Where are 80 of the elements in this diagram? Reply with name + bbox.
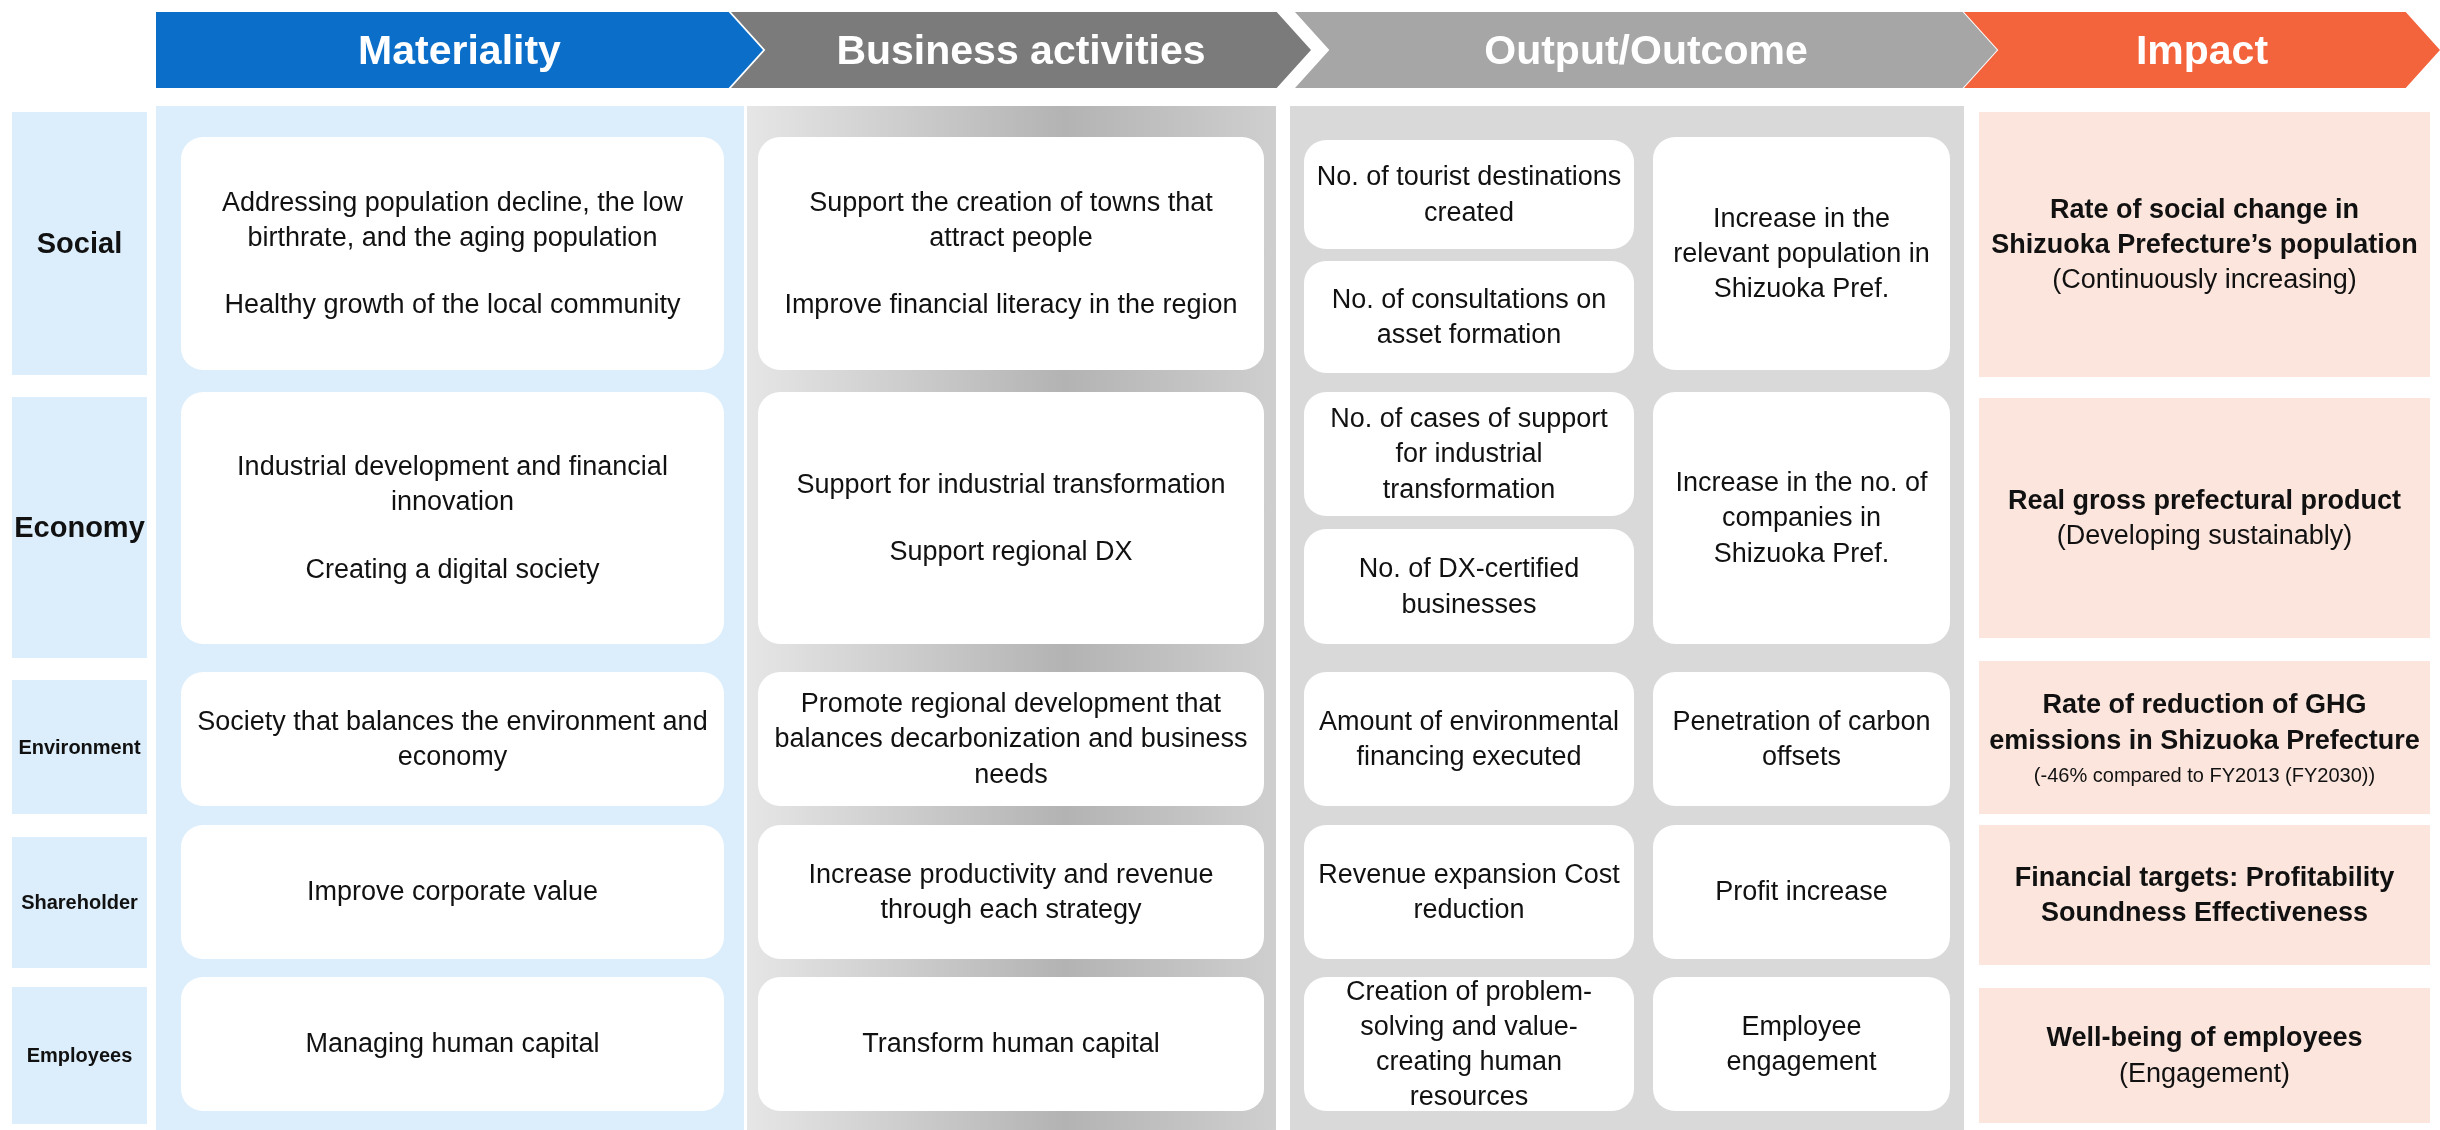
chevron-header xyxy=(731,12,1311,88)
rounded-box xyxy=(1304,392,1634,516)
box-text: No. of tourist destinations created xyxy=(1315,160,1623,229)
box-text: Profit increase xyxy=(1715,875,1888,909)
impact-note: (Developing sustainably) xyxy=(2056,519,2353,552)
row-label: Economy xyxy=(14,511,145,544)
row-label: Employees xyxy=(26,1044,133,1067)
rounded-box xyxy=(1653,392,1950,644)
rounded-box xyxy=(758,825,1264,959)
impact-box xyxy=(1979,112,2430,377)
row-label: Environment xyxy=(18,735,141,759)
rounded-box xyxy=(1304,825,1634,959)
rounded-box xyxy=(181,977,724,1111)
box-text: Creating a digital society xyxy=(305,552,600,586)
rounded-box xyxy=(1653,672,1950,806)
impact-title: Real gross prefectural product xyxy=(2007,483,2402,517)
impact-box xyxy=(1979,988,2430,1123)
box-text: Penetration of carbon offsets xyxy=(1671,704,1932,773)
rounded-box xyxy=(1653,977,1950,1111)
chevron-header xyxy=(1964,12,2440,88)
rounded-box xyxy=(181,672,724,806)
box-text: Increase in the no. of companies in Shizuoka Pref. xyxy=(1674,466,1929,570)
box-text: No. of consultations on asset formation xyxy=(1330,282,1608,351)
row-label-box xyxy=(12,112,147,375)
rounded-box xyxy=(1304,261,1634,373)
rounded-box xyxy=(1653,825,1950,959)
box-text: Support regional DX xyxy=(889,535,1133,568)
impact-box xyxy=(1979,398,2430,638)
impact-title: Financial targets: Profitability Soundness Effectiveness xyxy=(2013,860,2396,929)
impact-title: Rate of reduction of GHG emissions in Shizuoka Prefecture xyxy=(1989,688,2420,757)
box-text: Support the creation of towns that attract people xyxy=(808,185,1214,254)
row-label-box xyxy=(12,987,147,1124)
chevron-header xyxy=(156,12,763,88)
rounded-box xyxy=(1304,529,1634,644)
row-label: Shareholder xyxy=(21,891,138,914)
impact-note: (-46% compared to FY2013 (FY2030)) xyxy=(2033,762,2376,788)
impact-note: (Continuously increasing) xyxy=(2052,263,2357,297)
impact-note: (Engagement) xyxy=(2118,1056,2291,1090)
chevron-header xyxy=(1295,12,1997,88)
header-text: Output/Outcome xyxy=(1484,26,1808,74)
box-text: Healthy growth of the local community xyxy=(224,288,681,322)
box-text: Addressing population decline, the low birthrate, and the aging population xyxy=(221,185,684,254)
impact-title: Well-being of employees xyxy=(2046,1021,2363,1055)
box-text: Revenue expansion Cost reduction xyxy=(1317,857,1621,926)
row-label-box xyxy=(12,680,147,814)
rounded-box xyxy=(758,977,1264,1111)
box-text: Industrial development and financial innovation xyxy=(236,450,669,519)
box-text: Promote regional development that balances decarbonization and business needs xyxy=(773,687,1249,791)
box-text: Increase productivity and revenue through each strategy xyxy=(807,857,1215,926)
impact-box xyxy=(1979,825,2430,965)
row-label: Social xyxy=(36,227,123,260)
header-text: Impact xyxy=(2135,26,2269,74)
rounded-box xyxy=(1304,977,1634,1111)
box-text: Society that balances the environment and economy xyxy=(196,704,709,773)
rounded-box xyxy=(1304,672,1634,806)
box-text: No. of cases of support for industrial transformation xyxy=(1329,402,1609,506)
row-label-box xyxy=(12,837,147,968)
box-text: Improve financial literacy in the region xyxy=(784,288,1238,322)
rounded-box xyxy=(758,137,1264,370)
impact-box xyxy=(1979,661,2430,814)
rounded-box xyxy=(758,672,1264,806)
box-text: Amount of environmental financing executed xyxy=(1317,704,1621,773)
rounded-box xyxy=(181,392,724,644)
box-text: Support for industrial transformation xyxy=(796,467,1226,501)
box-text: Improve corporate value xyxy=(306,875,599,909)
rounded-box xyxy=(1304,140,1634,249)
box-text: Managing human capital xyxy=(305,1027,600,1061)
box-text: Employee engagement xyxy=(1725,1009,1878,1078)
row-label-box xyxy=(12,397,147,658)
box-text: Creation of problem-solving and value-creating human resources xyxy=(1344,974,1594,1114)
box-text: Increase in the relevant population in Shizuoka Pref. xyxy=(1672,201,1931,306)
box-text: Transform human capital xyxy=(862,1027,1160,1061)
header-text: Business activities xyxy=(836,26,1206,74)
rounded-box xyxy=(758,392,1264,644)
impact-title: Rate of social change in Shizuoka Prefecture’s population xyxy=(1990,192,2419,261)
box-text: No. of DX-certified businesses xyxy=(1357,552,1581,621)
rounded-box xyxy=(181,137,724,370)
rounded-box xyxy=(181,825,724,959)
rounded-box xyxy=(1653,137,1950,370)
header-text: Materiality xyxy=(358,26,561,74)
